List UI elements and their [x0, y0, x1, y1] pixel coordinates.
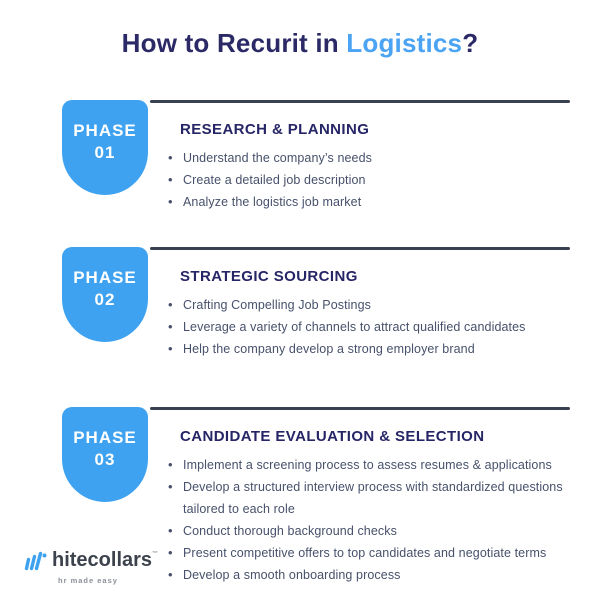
phase-badge-1: PHASE 01 — [62, 100, 148, 195]
bullet-item: Develop a smooth onboarding process — [168, 564, 570, 586]
section-heading: RESEARCH & PLANNING — [180, 121, 370, 138]
trademark-mark: ™ — [152, 551, 159, 557]
title-highlight: Logistics — [346, 28, 463, 58]
section-divider — [150, 100, 570, 103]
phase-number: 01 — [94, 142, 116, 162]
logo-tagline: hr made easy — [58, 576, 118, 585]
section-divider — [150, 247, 570, 250]
bullet-item: Create a detailed job description — [168, 169, 570, 191]
section-heading: CANDIDATE EVALUATION & SELECTION — [180, 428, 485, 445]
bullet-list: Crafting Compelling Job Postings Leverag… — [168, 294, 570, 360]
bullet-list: Implement a screening process to assess … — [168, 454, 570, 586]
bullet-item: Conduct thorough background checks — [168, 520, 570, 542]
phase-badge-3: PHASE 03 — [62, 407, 148, 502]
title-prefix: How to Recurit in — [121, 28, 347, 58]
bullet-item: Understand the company’s needs — [168, 147, 570, 169]
bullet-item: Crafting Compelling Job Postings — [168, 294, 570, 316]
phase-label: PHASE — [73, 120, 137, 140]
phase-badge-2: PHASE 02 — [62, 247, 148, 342]
title-suffix: ? — [462, 28, 479, 58]
whitecollars-logo: hitecollars™ hr made easy — [24, 549, 164, 585]
phase-label: PHASE — [73, 427, 137, 447]
phase-number: 03 — [94, 449, 116, 469]
bullet-item: Help the company develop a strong employ… — [168, 338, 570, 360]
phase-content-2: STRATEGIC SOURCING Crafting Compelling J… — [150, 247, 570, 360]
phase-content-3: CANDIDATE EVALUATION & SELECTION Impleme… — [150, 407, 570, 586]
bullet-item: Develop a structured interview process w… — [168, 476, 570, 520]
page-title: How to Recurit in Logistics? — [0, 28, 600, 59]
bullet-item: Implement a screening process to assess … — [168, 454, 570, 476]
phase-label: PHASE — [73, 267, 137, 287]
phase-content-1: RESEARCH & PLANNING Understand the compa… — [150, 100, 570, 213]
section-divider — [150, 407, 570, 410]
bullet-item: Present competitive offers to top candid… — [168, 542, 570, 564]
whitecollars-w-icon — [24, 551, 50, 576]
bullet-item: Leverage a variety of channels to attrac… — [168, 316, 570, 338]
bullet-list: Understand the company’s needs Create a … — [168, 147, 570, 213]
phase-number: 02 — [94, 289, 116, 309]
bullet-item: Analyze the logistics job market — [168, 191, 570, 213]
section-heading: STRATEGIC SOURCING — [180, 268, 358, 285]
logo-wordmark: hitecollars™ — [52, 549, 159, 571]
